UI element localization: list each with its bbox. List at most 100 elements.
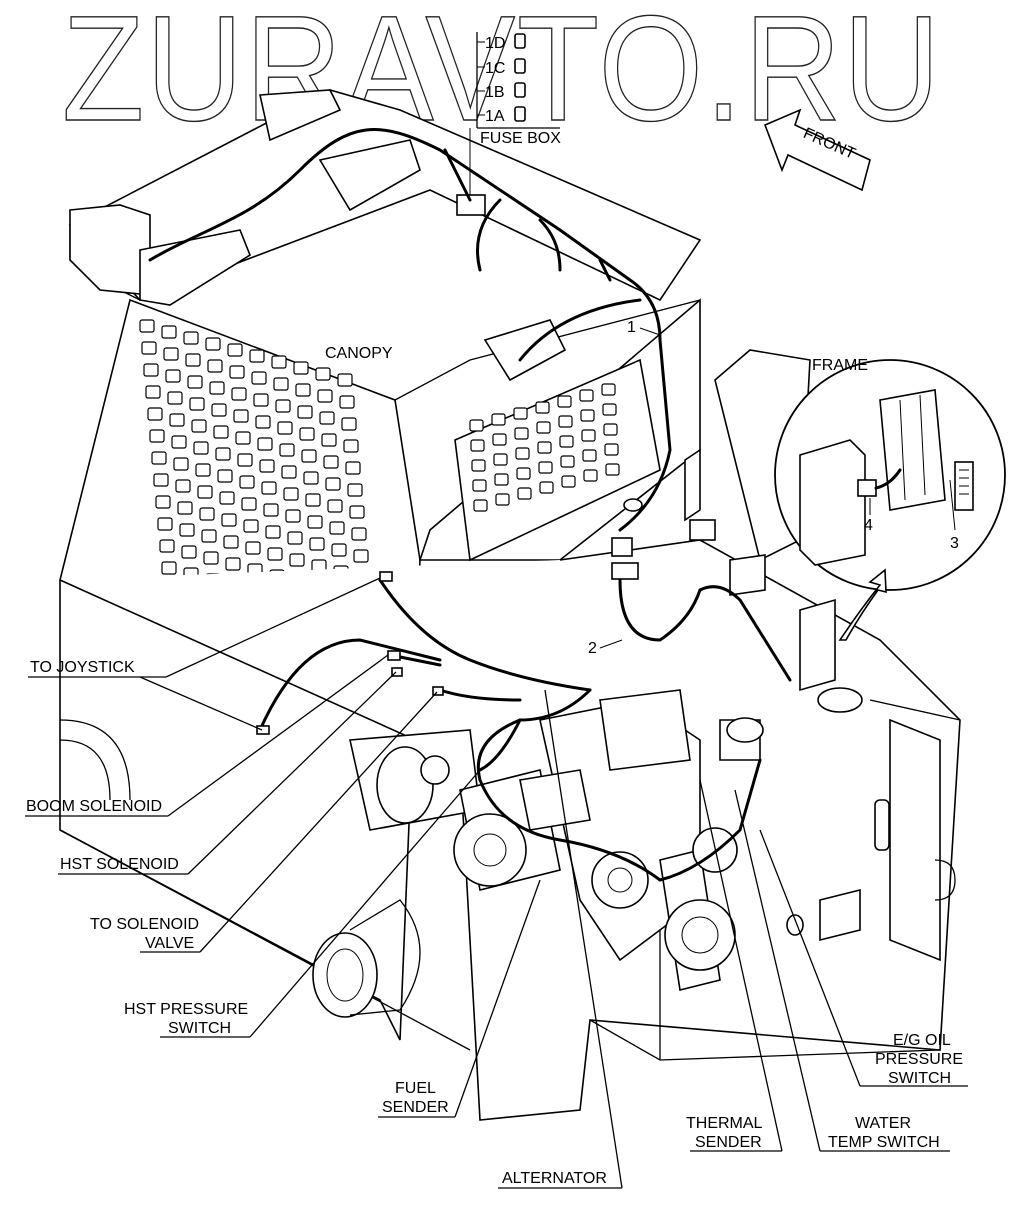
grid-cell bbox=[560, 455, 575, 468]
engine-block bbox=[539, 554, 863, 991]
grid-cell bbox=[341, 417, 357, 431]
grid-cell bbox=[169, 413, 185, 427]
grid-cell bbox=[203, 551, 219, 565]
grid-cell bbox=[305, 493, 321, 507]
grid-cell bbox=[253, 393, 269, 407]
grid-cell bbox=[139, 319, 155, 333]
grid-cell bbox=[195, 463, 211, 477]
grid-cell bbox=[161, 561, 177, 575]
grid-cell bbox=[225, 557, 241, 571]
grid-cell bbox=[319, 411, 335, 425]
grid-cell bbox=[231, 387, 247, 401]
grid-cell bbox=[580, 409, 595, 422]
grid-cell bbox=[303, 471, 319, 485]
to-joystick-callout: TO JOYSTICK bbox=[28, 577, 381, 731]
grid-cell bbox=[197, 485, 213, 499]
grid-cell bbox=[347, 483, 363, 497]
hydraulic-pump bbox=[349, 729, 591, 891]
grid-cell bbox=[239, 475, 255, 489]
grid-cell bbox=[317, 389, 333, 403]
grid-cell bbox=[161, 325, 177, 339]
grid-cell bbox=[233, 409, 249, 423]
grid-cell bbox=[187, 375, 203, 389]
grid-cell bbox=[159, 539, 175, 553]
grid-cell bbox=[153, 473, 169, 487]
grid-cell bbox=[175, 479, 191, 493]
grid-cell bbox=[265, 525, 281, 539]
to-solenoid-valve-callout: TO SOLENOID VALVE bbox=[90, 691, 438, 953]
grid-cell bbox=[495, 493, 510, 506]
label-eg-oil-pressure-switch-line2: PRESSURE bbox=[875, 1051, 963, 1068]
grid-cell bbox=[181, 545, 197, 559]
grid-cell bbox=[171, 435, 187, 449]
label-fuel-sender-line1: FUEL bbox=[395, 1080, 436, 1097]
canopy-window-grid bbox=[469, 383, 620, 512]
grid-cell bbox=[219, 491, 235, 505]
grid-cell bbox=[281, 465, 297, 479]
hst-pressure-switch-callout: HST PRESSURE SWITCH bbox=[124, 769, 481, 1038]
grid-cell bbox=[249, 349, 265, 363]
grid-cell bbox=[209, 381, 225, 395]
grid-cell bbox=[227, 343, 243, 357]
boom-solenoid-callout: BOOM SOLENOID bbox=[25, 654, 389, 817]
grid-cell bbox=[494, 473, 509, 486]
grid-cell bbox=[297, 405, 313, 419]
grid-cell bbox=[299, 427, 315, 441]
grid-cell bbox=[155, 495, 171, 509]
water-temp-switch-callout: WATER TEMP SWITCH bbox=[734, 789, 950, 1152]
grid-cell bbox=[183, 331, 199, 345]
grid-cell bbox=[579, 389, 594, 402]
grid-cell bbox=[515, 447, 530, 460]
label-eg-oil-pressure-switch-line1: E/G OIL bbox=[893, 1032, 951, 1049]
grid-cell bbox=[557, 395, 572, 408]
grid-cell bbox=[273, 377, 289, 391]
grid-cell bbox=[271, 355, 287, 369]
fuse-label-1b: 1B bbox=[485, 84, 505, 101]
grid-cell bbox=[537, 441, 552, 454]
grid-cell bbox=[535, 401, 550, 414]
label-boom-solenoid: BOOM SOLENOID bbox=[26, 798, 162, 815]
harness-callout-2: 2 bbox=[588, 640, 597, 657]
grid-cell bbox=[177, 501, 193, 515]
label-thermal-sender-line2: SENDER bbox=[695, 1134, 762, 1151]
grid-cell bbox=[287, 531, 303, 545]
roof-components bbox=[69, 89, 639, 580]
grid-cell bbox=[343, 439, 359, 453]
grid-cell bbox=[561, 475, 576, 488]
grid-cell bbox=[251, 371, 267, 385]
grid-cell bbox=[603, 423, 618, 436]
grid-cell bbox=[514, 427, 529, 440]
canopy-label: CANOPY bbox=[325, 345, 393, 362]
fuse-label-1c: 1C bbox=[485, 60, 505, 77]
grid-cell bbox=[267, 547, 283, 561]
thermal-sender-callout: THERMAL SENDER bbox=[686, 779, 783, 1152]
grid-cell bbox=[470, 439, 485, 452]
grid-cell bbox=[193, 441, 209, 455]
grid-cell bbox=[604, 443, 619, 456]
grid-cell bbox=[517, 487, 532, 500]
grid-cell bbox=[472, 479, 487, 492]
grid-cell bbox=[221, 513, 237, 527]
grid-cell bbox=[217, 469, 233, 483]
grid-cell bbox=[538, 461, 553, 474]
grid-cell bbox=[323, 455, 339, 469]
hst-solenoid-callout: HST SOLENOID bbox=[58, 671, 397, 875]
grid-cell bbox=[539, 481, 554, 494]
grid-cell bbox=[243, 519, 259, 533]
grid-cell bbox=[582, 449, 597, 462]
label-alternator: ALTERNATOR bbox=[502, 1170, 607, 1187]
grid-cell bbox=[307, 515, 323, 529]
grid-cell bbox=[213, 425, 229, 439]
grid-cell bbox=[491, 413, 506, 426]
grid-cell bbox=[257, 437, 273, 451]
grid-cell bbox=[191, 419, 207, 433]
fuse-1a: 1A bbox=[477, 106, 526, 125]
grid-cell bbox=[605, 463, 620, 476]
grid-cell bbox=[189, 397, 205, 411]
grid-cell bbox=[277, 421, 293, 435]
grid-cell bbox=[205, 337, 221, 351]
grid-cell bbox=[145, 385, 161, 399]
grid-cell bbox=[315, 367, 331, 381]
grid-cell bbox=[558, 415, 573, 428]
